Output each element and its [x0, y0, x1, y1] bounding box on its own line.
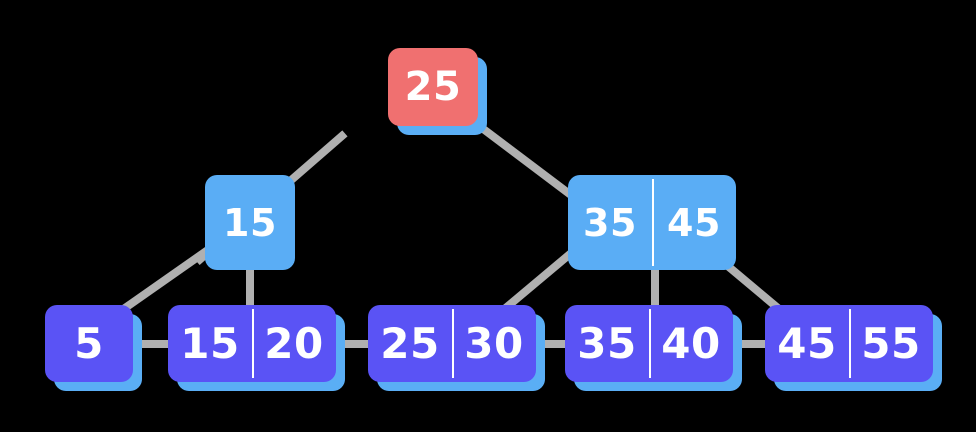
tree-leaf-1[interactable]: 5 [45, 305, 142, 391]
node-body: 45 55 [765, 305, 933, 382]
leaf-key-cell: 40 [649, 305, 733, 382]
node-body: 35 40 [565, 305, 733, 382]
edge-inner-left-to-leaf-2 [246, 240, 254, 335]
leaf-key-cell: 35 [577, 318, 637, 368]
node-key-cell: 45 [652, 175, 736, 270]
leaf-key-cell: 5 [74, 318, 104, 368]
leaf-link-4-5 [730, 340, 768, 348]
edge-inner-right-to-leaf-4 [651, 240, 659, 335]
leaf-key-cell: 15 [180, 318, 240, 368]
leaf-key-cell: 55 [849, 305, 933, 382]
node-body: 25 30 [368, 305, 536, 382]
leaf-key-cell: 25 [380, 318, 440, 368]
tree-leaf-3[interactable]: 25 30 [368, 305, 545, 391]
leaf-link-1-2 [132, 340, 174, 348]
node-body: 35 45 [568, 175, 736, 270]
node-key-cell: 25 [404, 64, 462, 110]
node-key-cell: 35 [583, 200, 637, 245]
node-body: 5 [45, 305, 133, 382]
leaf-key-cell: 20 [252, 305, 336, 382]
tree-leaf-5[interactable]: 45 55 [765, 305, 942, 391]
tree-leaf-4[interactable]: 35 40 [565, 305, 742, 391]
node-body: 15 20 [168, 305, 336, 382]
tree-node-root[interactable]: 25 [388, 48, 487, 135]
leaf-key-cell: 30 [452, 305, 536, 382]
leaf-link-3-4 [538, 340, 572, 348]
leaf-key-cell: 45 [777, 318, 837, 368]
tree-node-inner-right[interactable]: 35 45 [568, 175, 736, 270]
node-key-cell: 15 [223, 200, 277, 245]
node-body: 25 [388, 48, 478, 126]
tree-leaf-2[interactable]: 15 20 [168, 305, 345, 391]
tree-node-inner-left[interactable]: 15 [205, 175, 295, 270]
leaf-link-2-3 [330, 340, 372, 348]
edge-root-to-inner-right [471, 118, 582, 205]
node-body: 15 [205, 175, 295, 270]
